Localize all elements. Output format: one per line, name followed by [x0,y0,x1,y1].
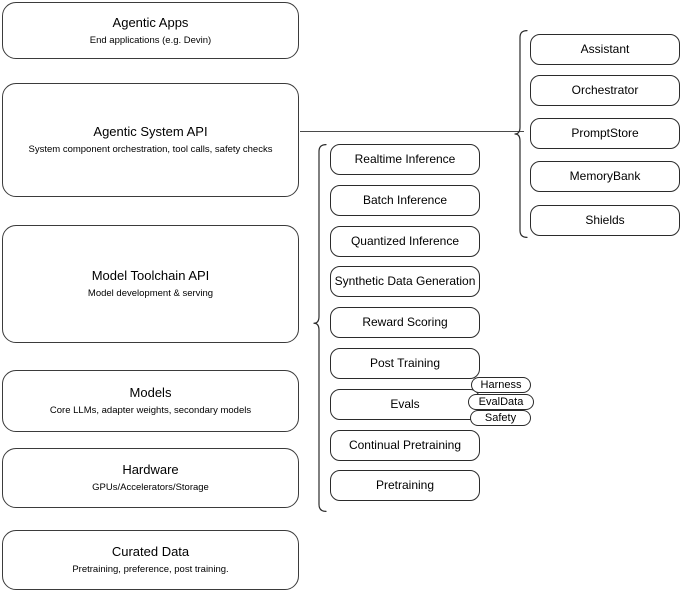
layer-subtitle: System component orchestration, tool cal… [28,144,273,155]
toolchain-item-label: Realtime Inference [354,152,456,166]
system-item-orchestrator[interactable]: Orchestrator [530,75,680,106]
toolchain-item-label: Synthetic Data Generation [334,274,476,288]
layer-title: Models [129,385,172,400]
system-item-label: MemoryBank [569,169,641,183]
toolchain-item-evals[interactable]: Evals [330,389,480,420]
toolchain-item-quantized-inference[interactable]: Quantized Inference [330,226,480,257]
layer-subtitle: GPUs/Accelerators/Storage [92,482,209,493]
layer-title: Agentic System API [93,124,208,139]
system-item-label: Shields [585,213,625,227]
system-item-label: Assistant [580,42,630,56]
system-item-assistant[interactable]: Assistant [530,34,680,65]
toolchain-item-label: Reward Scoring [362,315,448,329]
toolchain-item-batch-inference[interactable]: Batch Inference [330,185,480,216]
layer-title: Model Toolchain API [91,268,210,283]
evals-badge-harness[interactable]: Harness [471,377,531,393]
toolchain-item-label: Continual Pretraining [348,438,462,452]
layer-model-toolchain-api[interactable]: Model Toolchain API Model development & s… [2,225,299,343]
system-item-label: Orchestrator [571,83,639,97]
toolchain-item-reward-scoring[interactable]: Reward Scoring [330,307,480,338]
system-components-bracket [514,30,528,238]
toolchain-item-label: Pretraining [375,478,435,492]
layer-subtitle: Pretraining, preference, post training. [72,564,229,575]
toolchain-item-post-training[interactable]: Post Training [330,348,480,379]
toolchain-item-label: Post Training [369,356,441,370]
connector-agentic-system-to-components [300,131,524,132]
toolchain-item-label: Quantized Inference [350,234,460,248]
system-item-shields[interactable]: Shields [530,205,680,236]
evals-badge-safety[interactable]: Safety [470,410,531,426]
layer-agentic-system-api[interactable]: Agentic System API System component orche… [2,83,299,197]
toolchain-item-synthetic-data-generation[interactable]: Synthetic Data Generation [330,266,480,297]
bracket-stroke [313,144,327,512]
toolchain-item-continual-pretraining[interactable]: Continual Pretraining [330,430,480,461]
layer-subtitle: Model development & serving [87,288,214,299]
toolchain-components-bracket [313,144,327,512]
bracket-stroke [514,30,528,238]
system-item-memorybank[interactable]: MemoryBank [530,161,680,192]
layer-title: Agentic Apps [112,14,189,30]
layer-title: Hardware [122,462,179,477]
toolchain-item-realtime-inference[interactable]: Realtime Inference [330,144,480,175]
layer-subtitle: Core LLMs, adapter weights, secondary mo… [49,405,252,416]
evals-badge-evaldata[interactable]: EvalData [468,394,534,410]
system-item-label: PromptStore [571,126,639,140]
toolchain-item-label: Evals [390,397,420,411]
toolchain-item-label: Batch Inference [362,193,448,207]
layer-title: Curated Data [111,544,190,559]
system-item-promptstore[interactable]: PromptStore [530,118,680,149]
toolchain-item-pretraining[interactable]: Pretraining [330,470,480,501]
layer-subtitle: End applications (e.g. Devin) [89,34,212,46]
